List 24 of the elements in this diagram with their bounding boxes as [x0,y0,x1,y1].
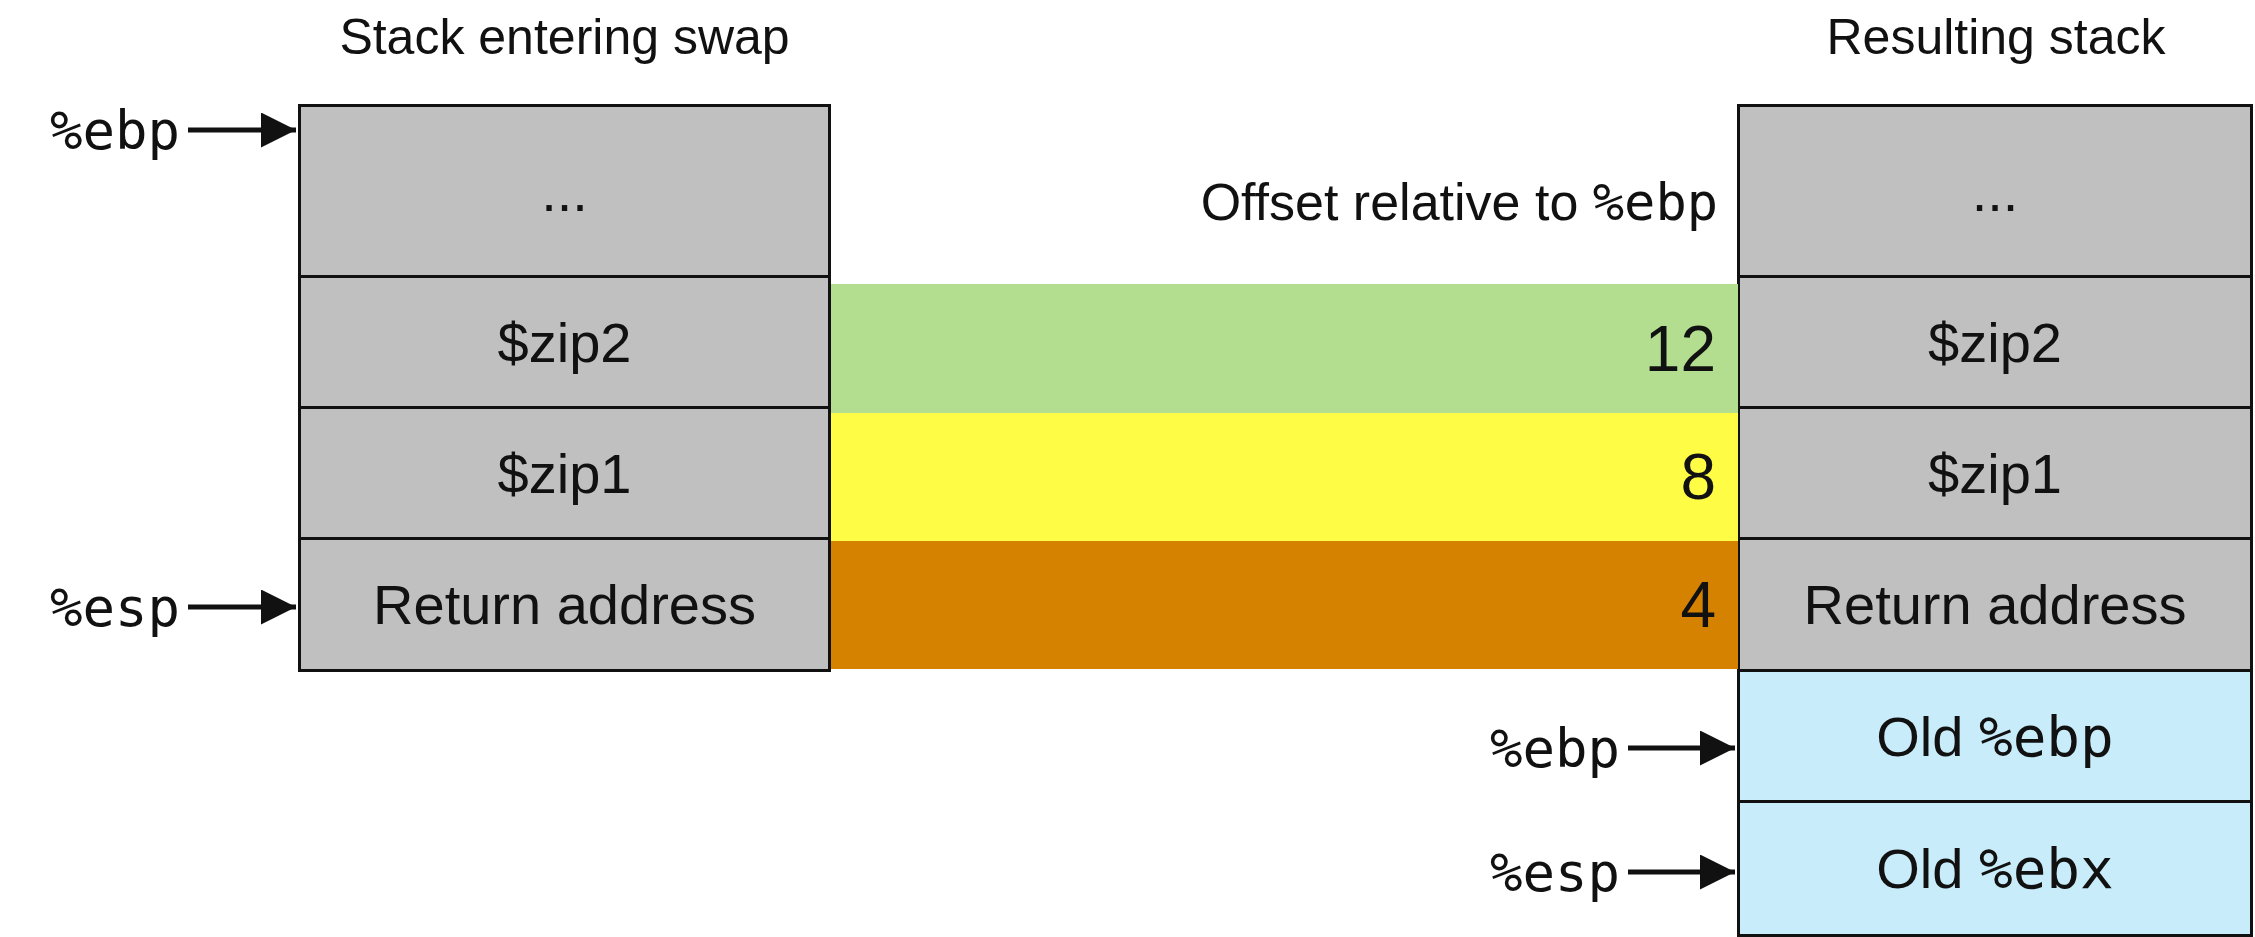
stack-slot: $zip1 [298,406,831,540]
register-label: %ebp [1450,716,1620,780]
stack-slot: ... [298,104,831,278]
stack-slot: Return address [298,537,831,672]
stack-slot: $zip2 [298,275,831,409]
arrow [1628,730,1735,766]
stack-slot: Return address [1737,537,2253,672]
offset-band: 12 [831,284,1738,413]
stack-slot: Old %ebp [1737,669,2253,803]
register-label: %esp [10,575,180,639]
offset-band: 4 [831,541,1738,669]
stack-heading: Resulting stack [1825,8,2167,66]
arrow [1628,854,1735,890]
register-label: %ebp [10,98,180,162]
stack-slot: ... [1737,104,2253,278]
arrow [188,589,296,625]
stack-slot: $zip1 [1737,406,2253,540]
stack-heading: Stack entering swap [338,8,791,66]
register-label: %esp [1450,840,1620,904]
stack-slot: $zip2 [1737,275,2253,409]
axis-caption: Offset relative to %ebp [1200,172,1718,232]
offset-band: 8 [831,413,1738,541]
stack-slot: Old %ebx [1737,800,2253,937]
arrow [188,112,296,148]
